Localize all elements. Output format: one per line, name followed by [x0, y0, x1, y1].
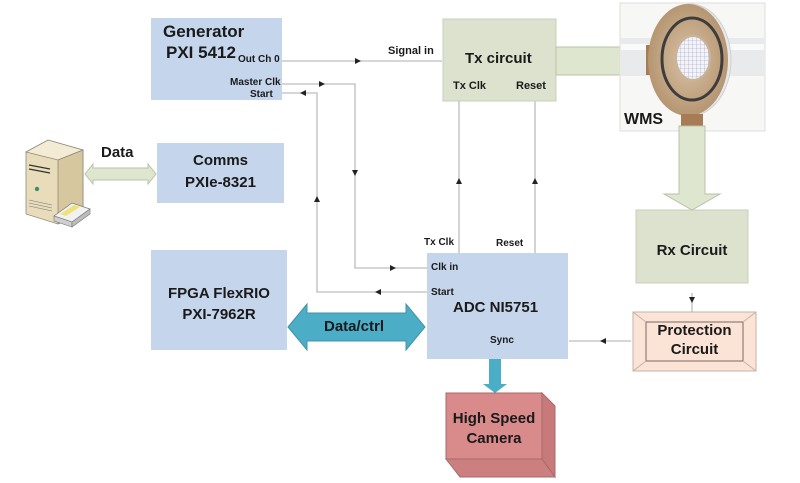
comms-model: PXIe-8321 [185, 174, 256, 191]
data-ctrl-label: Data/ctrl [324, 318, 385, 335]
adc-title: ADC NI5751 [453, 299, 539, 316]
protection-title: Protection [657, 322, 732, 339]
line-master-clk [282, 83, 427, 269]
port-out-ch0: Out Ch 0 [238, 54, 280, 65]
port-master-clk: Master Clk [230, 77, 281, 88]
generator-title: Generator [163, 22, 245, 41]
high-speed-camera-block[interactable] [444, 391, 556, 479]
adc-port-start: Start [431, 287, 454, 298]
arrowhead [689, 297, 695, 303]
adc-port-clkin: Clk in [431, 262, 459, 273]
protection-circuit-block[interactable] [632, 311, 757, 372]
comms-block[interactable] [157, 143, 284, 203]
data-ctrl-double-arrow [287, 302, 426, 352]
fpga-title: FPGA FlexRIO [168, 285, 270, 302]
arrowhead [456, 178, 462, 184]
wms-to-rx-arrow [662, 125, 722, 211]
camera-subtitle: Camera [466, 430, 522, 447]
arrowhead [600, 338, 606, 344]
data-double-arrow [84, 162, 157, 186]
tx-port-txclk: Tx Clk [453, 80, 487, 92]
tx-port-reset: Reset [516, 80, 546, 92]
arrowhead [532, 178, 538, 184]
adc-block[interactable] [427, 253, 568, 359]
generator-model: PXI 5412 [166, 43, 236, 62]
line-start [282, 92, 427, 293]
fpga-model: PXI-7962R [182, 306, 256, 323]
computer-icon [24, 139, 91, 228]
arrowheads [300, 58, 695, 344]
adc-port-txclk: Tx Clk [424, 237, 455, 248]
signal-in-label: Signal in [388, 45, 434, 57]
camera-title: High Speed [452, 410, 536, 427]
wms-label: WMS [624, 111, 664, 128]
wms-sensor-image [619, 2, 766, 132]
protection-subtitle: Circuit [670, 341, 719, 358]
arrowhead [355, 58, 361, 64]
rx-circuit-block[interactable] [635, 209, 749, 284]
adc-port-reset: Reset [496, 238, 524, 249]
arrowhead [352, 170, 358, 176]
comms-title: Comms [192, 152, 248, 169]
generator-block[interactable] [151, 18, 282, 100]
data-label: Data [101, 144, 134, 161]
fpga-block[interactable] [151, 250, 287, 350]
adc-to-camera-arrow [483, 359, 507, 393]
rx-circuit-title: Rx Circuit [656, 242, 728, 259]
arrowhead [314, 196, 320, 202]
arrowhead [300, 90, 306, 96]
adc-port-sync: Sync [490, 335, 514, 346]
tx-circuit-title: Tx circuit [465, 50, 532, 67]
arrowhead [390, 265, 396, 271]
arrowhead [375, 289, 381, 295]
port-gen-start: Start [250, 89, 273, 100]
arrowhead [319, 81, 325, 87]
